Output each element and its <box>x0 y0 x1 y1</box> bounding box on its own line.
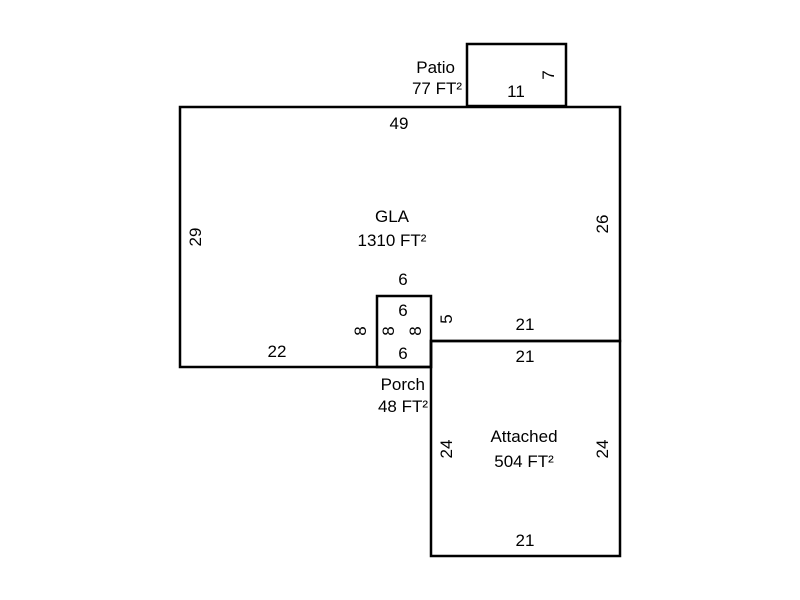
dim-porch-right: 8 <box>406 326 425 335</box>
attached-outline <box>429 339 622 558</box>
dim-porch-left: 8 <box>379 326 398 335</box>
porch-name: Porch <box>381 375 425 394</box>
dim-gla-step-top: 21 <box>516 315 535 334</box>
dim-gla-porch-top: 6 <box>398 270 407 289</box>
patio-outline <box>465 42 568 108</box>
gla-name: GLA <box>375 207 410 226</box>
dim-gla-left: 29 <box>186 228 205 247</box>
porch-area: 48 FT² <box>378 397 428 416</box>
dim-attached-top: 21 <box>516 347 535 366</box>
dim-gla-step: 5 <box>437 314 456 323</box>
dim-attached-right: 24 <box>593 440 612 459</box>
dim-gla-porch-left: 8 <box>351 326 370 335</box>
porch-outline <box>375 294 433 369</box>
patio-name: Patio <box>416 58 455 77</box>
dim-porch-bottom: 6 <box>398 344 407 363</box>
patio-area: 77 FT² <box>412 79 462 98</box>
gla-area: 1310 FT² <box>358 231 427 250</box>
dim-gla-right: 26 <box>593 215 612 234</box>
dim-gla-top: 49 <box>390 114 409 133</box>
dim-porch-top: 6 <box>398 301 407 320</box>
dim-gla-bottom: 22 <box>268 342 287 361</box>
attached-name: Attached <box>490 427 557 446</box>
attached-area: 504 FT² <box>494 452 554 471</box>
dim-patio-height: 7 <box>539 70 558 79</box>
dim-attached-bottom: 21 <box>516 531 535 550</box>
dim-attached-left: 24 <box>437 440 456 459</box>
dim-patio-width: 11 <box>507 82 525 101</box>
